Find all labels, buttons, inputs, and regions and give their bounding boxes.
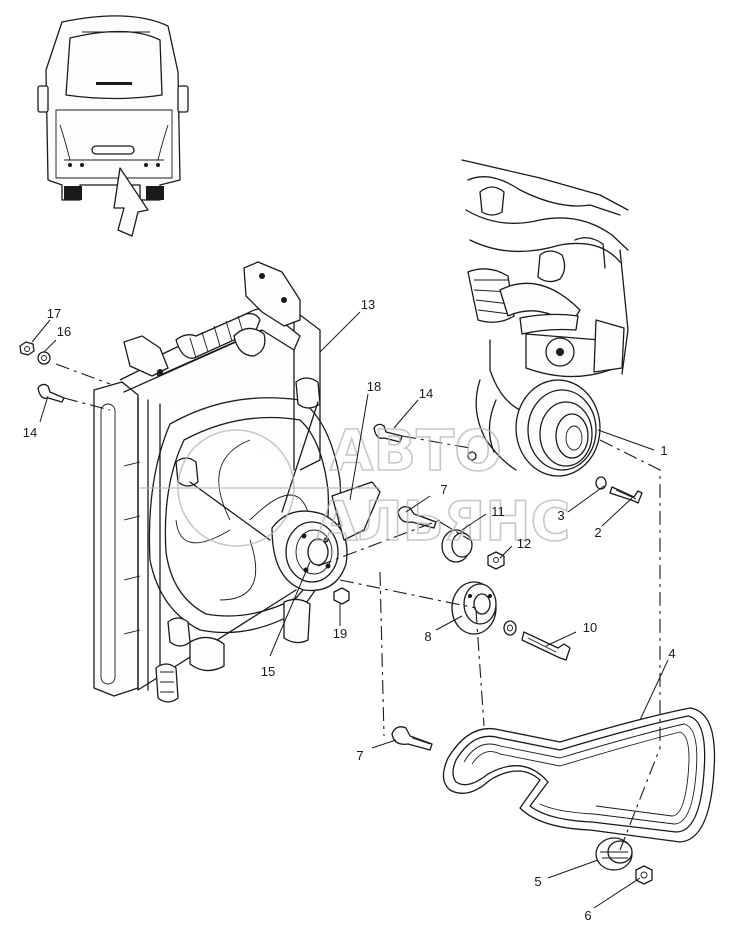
engine-block-illustration: [461, 159, 629, 471]
callout-17: 17: [47, 306, 61, 321]
radiator-assembly: [93, 261, 381, 703]
callout-labels: 1 2 3 4 5 6 7 7 8 10 11 12 13 14 14 15 1…: [23, 297, 676, 923]
bolt-part-7-upper: [397, 506, 437, 529]
callout-13: 13: [361, 297, 375, 312]
washer-part-16: [37, 351, 51, 365]
tensioner-pulley-part-5: [595, 837, 633, 871]
callout-4: 4: [668, 646, 675, 661]
washer-part-3: [595, 476, 607, 490]
callout-14-left: 14: [23, 425, 37, 440]
idler-pulley-part-8: [451, 581, 497, 635]
callout-1: 1: [660, 443, 667, 458]
washer-part-10: [503, 620, 517, 636]
bolt-part-2: [609, 486, 643, 504]
watermark-line-1: АВТО: [330, 419, 502, 484]
callout-5: 5: [534, 874, 541, 889]
watermark: АВТО АЛЬЯНС: [140, 418, 571, 554]
bolt-part-14-left: [37, 383, 65, 403]
watermark-line-2: АЛЬЯНС: [316, 490, 570, 553]
callout-19: 19: [333, 626, 347, 641]
callout-3: 3: [557, 508, 564, 523]
callout-7-upper: 7: [440, 482, 447, 497]
nut-part-6: [635, 865, 653, 885]
callout-leaders: [31, 311, 669, 909]
callout-7-lower: 7: [356, 748, 363, 763]
callout-16: 16: [57, 324, 71, 339]
callout-14-right: 14: [419, 386, 433, 401]
callout-11: 11: [491, 504, 505, 519]
nut-part-19: [333, 587, 350, 605]
nut-part-17: [19, 341, 35, 356]
assembly-center-lines: [55, 363, 661, 851]
crankshaft-pulley: [467, 379, 601, 477]
callout-18: 18: [367, 379, 381, 394]
callout-8: 8: [424, 629, 431, 644]
callout-2: 2: [594, 525, 601, 540]
callout-10: 10: [583, 620, 597, 635]
bus-rear-locator-icon: [37, 15, 189, 237]
callout-6: 6: [584, 908, 591, 923]
nut-part-12: [487, 551, 505, 570]
bolt-part-7-lower: [391, 726, 433, 751]
callout-12: 12: [517, 536, 531, 551]
callout-15: 15: [261, 664, 275, 679]
spacer-part-11: [441, 529, 473, 563]
drive-belt-part-4: [442, 707, 716, 843]
